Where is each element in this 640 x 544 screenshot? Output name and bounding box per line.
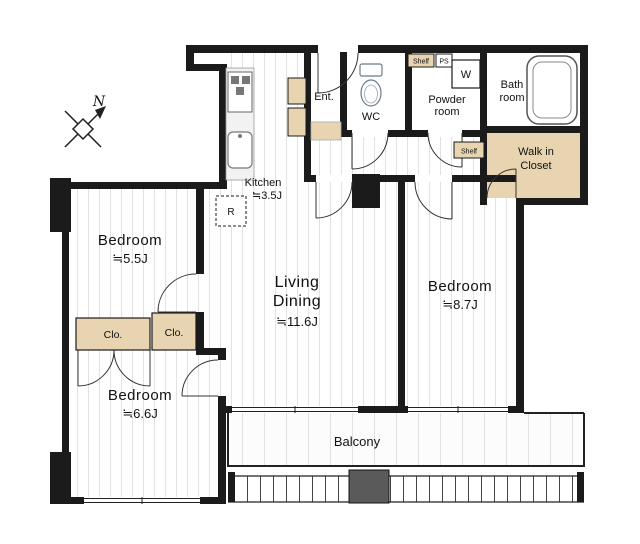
door-arcs (77, 52, 517, 397)
balcony-floor (228, 413, 584, 466)
bath-room-label-2: room (499, 92, 524, 104)
room-labels: Bedroom ≒5.5J Living Dining ≒11.6J Bedro… (98, 79, 554, 449)
fixture-labels: Shelf PS W Shelf R (227, 59, 477, 219)
living-dining-size: ≒11.6J (276, 314, 318, 329)
closet-left-box (75, 317, 151, 351)
walk-in-closet-label-2: Closet (520, 160, 551, 172)
shelf-top-box (407, 53, 435, 68)
shelf-side-label: Shelf (461, 149, 477, 156)
walk-in-closet-label-1: Walk in (518, 146, 554, 158)
closet-right-label: Clo. (165, 327, 184, 339)
railing-center-post (348, 469, 390, 504)
railing-right-post (577, 472, 584, 502)
bedroom-66-size: ≒6.6J (122, 406, 157, 421)
compass: N (64, 94, 106, 148)
balcony-structure (227, 412, 585, 504)
living-dining-name-2: Dining (273, 293, 321, 310)
kitchen-fixtures (225, 67, 255, 181)
entrance-step (310, 121, 342, 141)
bedroom-87-door-arc (414, 181, 453, 220)
bedroom-87-name: Bedroom (428, 278, 492, 295)
sink-icon (227, 131, 253, 169)
closet-left-door-arc-1 (77, 349, 115, 387)
shelf-top-label: Shelf (413, 59, 429, 66)
shelf-side-box (453, 141, 485, 159)
bedroom-55-door-arc (157, 273, 197, 313)
walk-in-closet-floor (487, 133, 580, 198)
washer-box (451, 59, 481, 89)
toilet-tank-icon (359, 63, 383, 77)
bath-room-label-1: Bath (501, 79, 524, 91)
balcony-label: Balcony (334, 434, 381, 449)
railing-pickets (228, 476, 584, 502)
living-door-arc (315, 181, 353, 219)
floor-areas (69, 52, 584, 497)
closet-left-door-arc-2 (113, 349, 151, 387)
walls (50, 45, 588, 504)
wic-door-arc (486, 168, 517, 199)
washer-label: W (461, 69, 472, 81)
shoe-cabinet-lower (287, 107, 307, 137)
shoe-cabinet-upper (287, 77, 307, 105)
storage-boxes (75, 53, 485, 351)
compass-diamond-icon (71, 117, 95, 141)
refrigerator-box (215, 195, 247, 227)
bedroom-87-size: ≒8.7J (442, 297, 477, 312)
bedroom-55-name: Bedroom (98, 232, 162, 249)
wc-label: WC (362, 111, 380, 123)
entrance-label: Ent. (314, 91, 334, 103)
pipe-space-label: PS (439, 59, 449, 66)
bathtub-icon (526, 55, 578, 125)
living-dining-name-1: Living (275, 274, 320, 291)
windows (84, 406, 508, 504)
sanitary-fixtures (359, 55, 578, 125)
powder-room-label-2: room (434, 106, 459, 118)
kitchen-name: Kitchen (245, 177, 282, 189)
compass-north-label: N (92, 94, 106, 110)
bedroom-66-door-arc (181, 359, 219, 397)
refrigerator-label: R (227, 207, 234, 218)
kitchen-size: ≒3.5J (252, 190, 282, 202)
duct-pillar (352, 174, 380, 208)
bedroom-66-name: Bedroom (108, 387, 172, 404)
compass-arrow-icon (95, 106, 106, 119)
railing-left-post (228, 472, 235, 502)
wc-door-arc (351, 132, 389, 170)
bedroom-55-size: ≒5.5J (112, 251, 147, 266)
powder-room-label-1: Powder (428, 94, 466, 106)
front-door-arc (317, 52, 359, 94)
closet-right-box (151, 312, 197, 351)
closet-left-label: Clo. (104, 329, 123, 341)
